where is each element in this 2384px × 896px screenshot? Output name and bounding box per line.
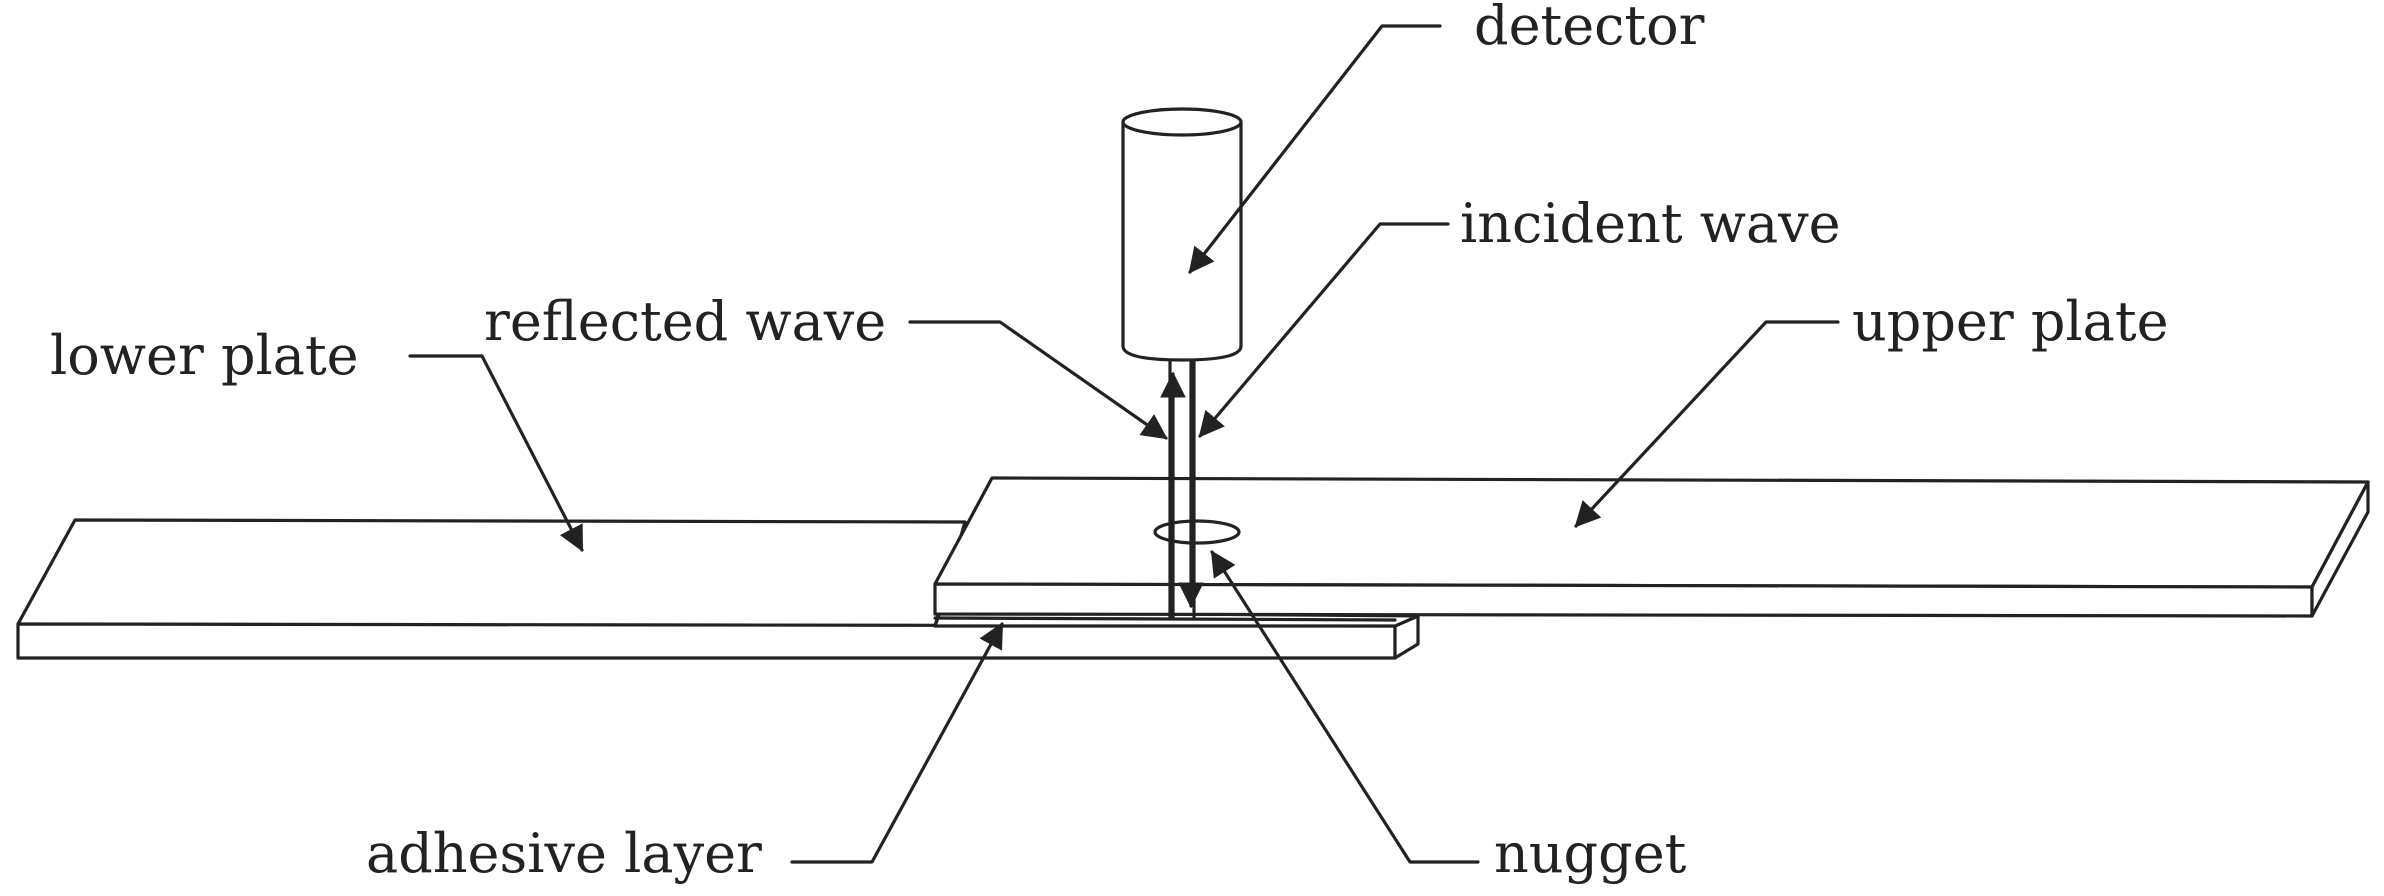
upper-plate-end-face <box>2310 480 2370 618</box>
label-detector: detector <box>1474 0 1705 57</box>
lower-plate-top-face <box>16 518 967 628</box>
lower-plate-leader <box>408 354 584 552</box>
upper-plate-leader <box>1574 320 1840 528</box>
lower-plate-front-face <box>16 622 1397 660</box>
adhesive-layer-line <box>933 616 1397 622</box>
detector <box>1121 107 1243 362</box>
label-upper-plate: upper plate <box>1852 290 2169 353</box>
reflected-wave-leader <box>908 320 1168 440</box>
detector-leader <box>1188 24 1442 274</box>
incident-wave-leader <box>1198 222 1450 438</box>
label-reflected-wave: reflected wave <box>484 290 886 353</box>
label-nugget: nugget <box>1494 822 1687 885</box>
upper-plate-top-face <box>933 476 2370 589</box>
nugget-ellipse <box>1153 519 1241 545</box>
upper-plate <box>933 476 2370 618</box>
label-lower-plate: lower plate <box>50 324 359 387</box>
upper-plate-front-face <box>933 582 2314 618</box>
label-incident-wave: incident wave <box>1460 192 1841 255</box>
detector-body <box>1121 120 1243 362</box>
adhesive-layer-leader <box>790 622 1004 864</box>
lower-plate <box>16 518 1420 660</box>
detector-top-ellipse <box>1121 107 1243 137</box>
nugget-leader <box>1210 550 1480 864</box>
label-adhesive-layer: adhesive layer <box>366 822 762 885</box>
wave-beam <box>1160 360 1204 620</box>
